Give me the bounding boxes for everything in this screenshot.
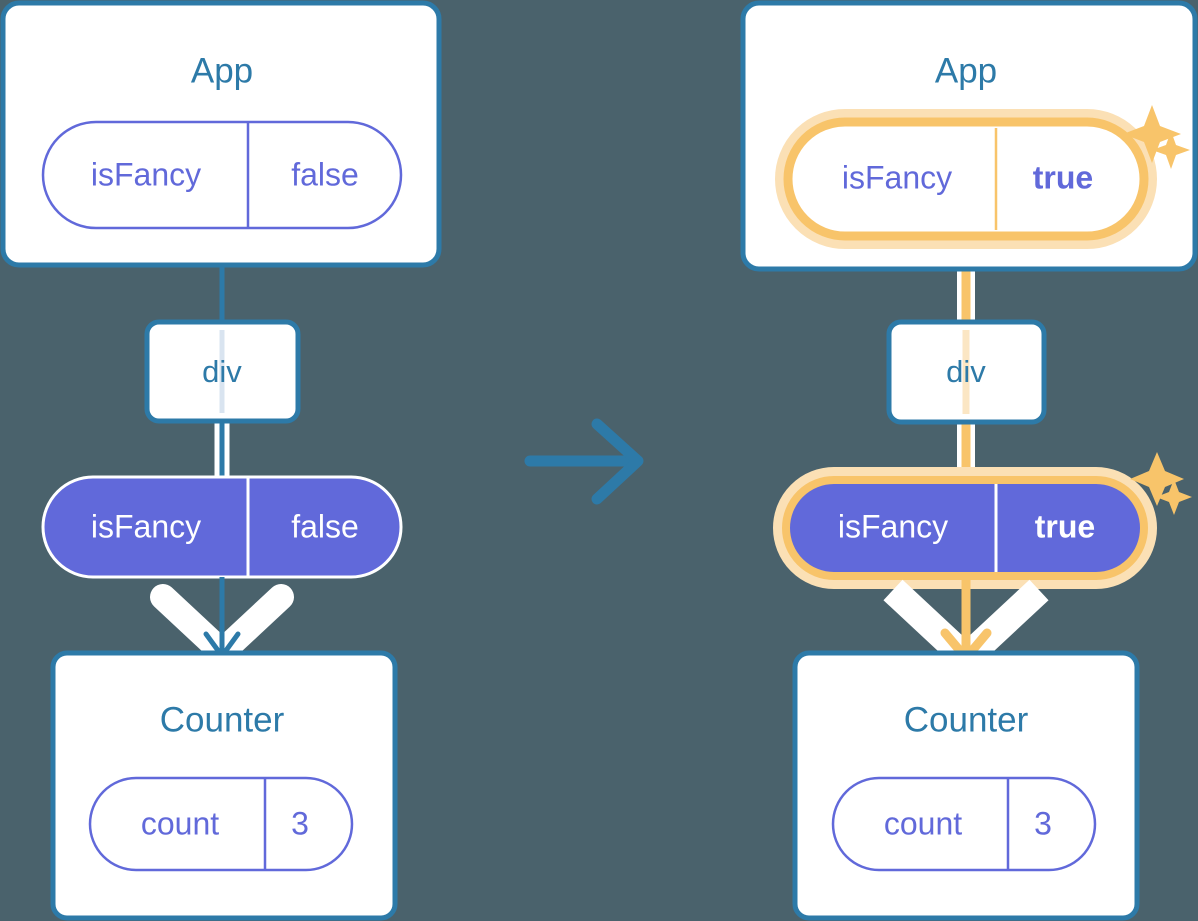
right-app-pill-glow — [775, 109, 1157, 249]
right-counter-pill-value: 3 — [1034, 805, 1052, 841]
right-prop-pill-key: isFancy — [838, 508, 948, 544]
left-counter-title: Counter — [160, 700, 285, 739]
left-div-label: div — [202, 354, 242, 389]
right-counter-pill-key: count — [884, 805, 962, 841]
arrow-right-icon — [524, 418, 644, 505]
left-counter-pill-value: 3 — [291, 805, 309, 841]
arrow-right-head — [591, 418, 644, 505]
left-app-title: App — [191, 51, 253, 90]
right-prop-pill[interactable]: isFancy true — [773, 467, 1157, 589]
left-counter-pill-key: count — [141, 805, 219, 841]
left-app-pill-body — [41, 120, 403, 230]
sparkle-small-icon-2 — [1156, 479, 1192, 515]
right-app-pill-key: isFancy — [842, 159, 952, 195]
right-app-state-pill[interactable]: isFancy true — [775, 109, 1157, 249]
sparkle-group-mid — [1130, 452, 1192, 515]
right-counter-state-pill[interactable]: count 3 — [831, 776, 1097, 872]
right-prop-pill-value: true — [1035, 508, 1095, 544]
sparkle-group-top — [1123, 105, 1190, 169]
right-counter-pill-body — [831, 776, 1097, 872]
left-counter-pill-body — [88, 776, 354, 872]
right-div-box[interactable]: div — [886, 319, 1047, 425]
left-app-pill-value: false — [291, 156, 359, 192]
right-div-label: div — [946, 354, 986, 389]
left-app-state-pill[interactable]: isFancy false — [41, 120, 403, 230]
left-prop-pill-value: false — [291, 508, 359, 544]
sparkle-large-icon — [1123, 105, 1181, 163]
right-counter-title: Counter — [904, 700, 1029, 739]
left-app-pill-key: isFancy — [91, 156, 201, 192]
right-app-title: App — [935, 51, 997, 90]
sparkle-large-icon-2 — [1130, 452, 1184, 506]
right-app-pill-value: true — [1033, 159, 1093, 195]
left-prop-pill-key: isFancy — [91, 508, 201, 544]
left-div-box[interactable]: div — [144, 319, 301, 424]
left-counter-state-pill[interactable]: count 3 — [88, 776, 354, 872]
right-app-pill-ring — [783, 117, 1149, 241]
sparkle-small-icon — [1152, 131, 1190, 169]
